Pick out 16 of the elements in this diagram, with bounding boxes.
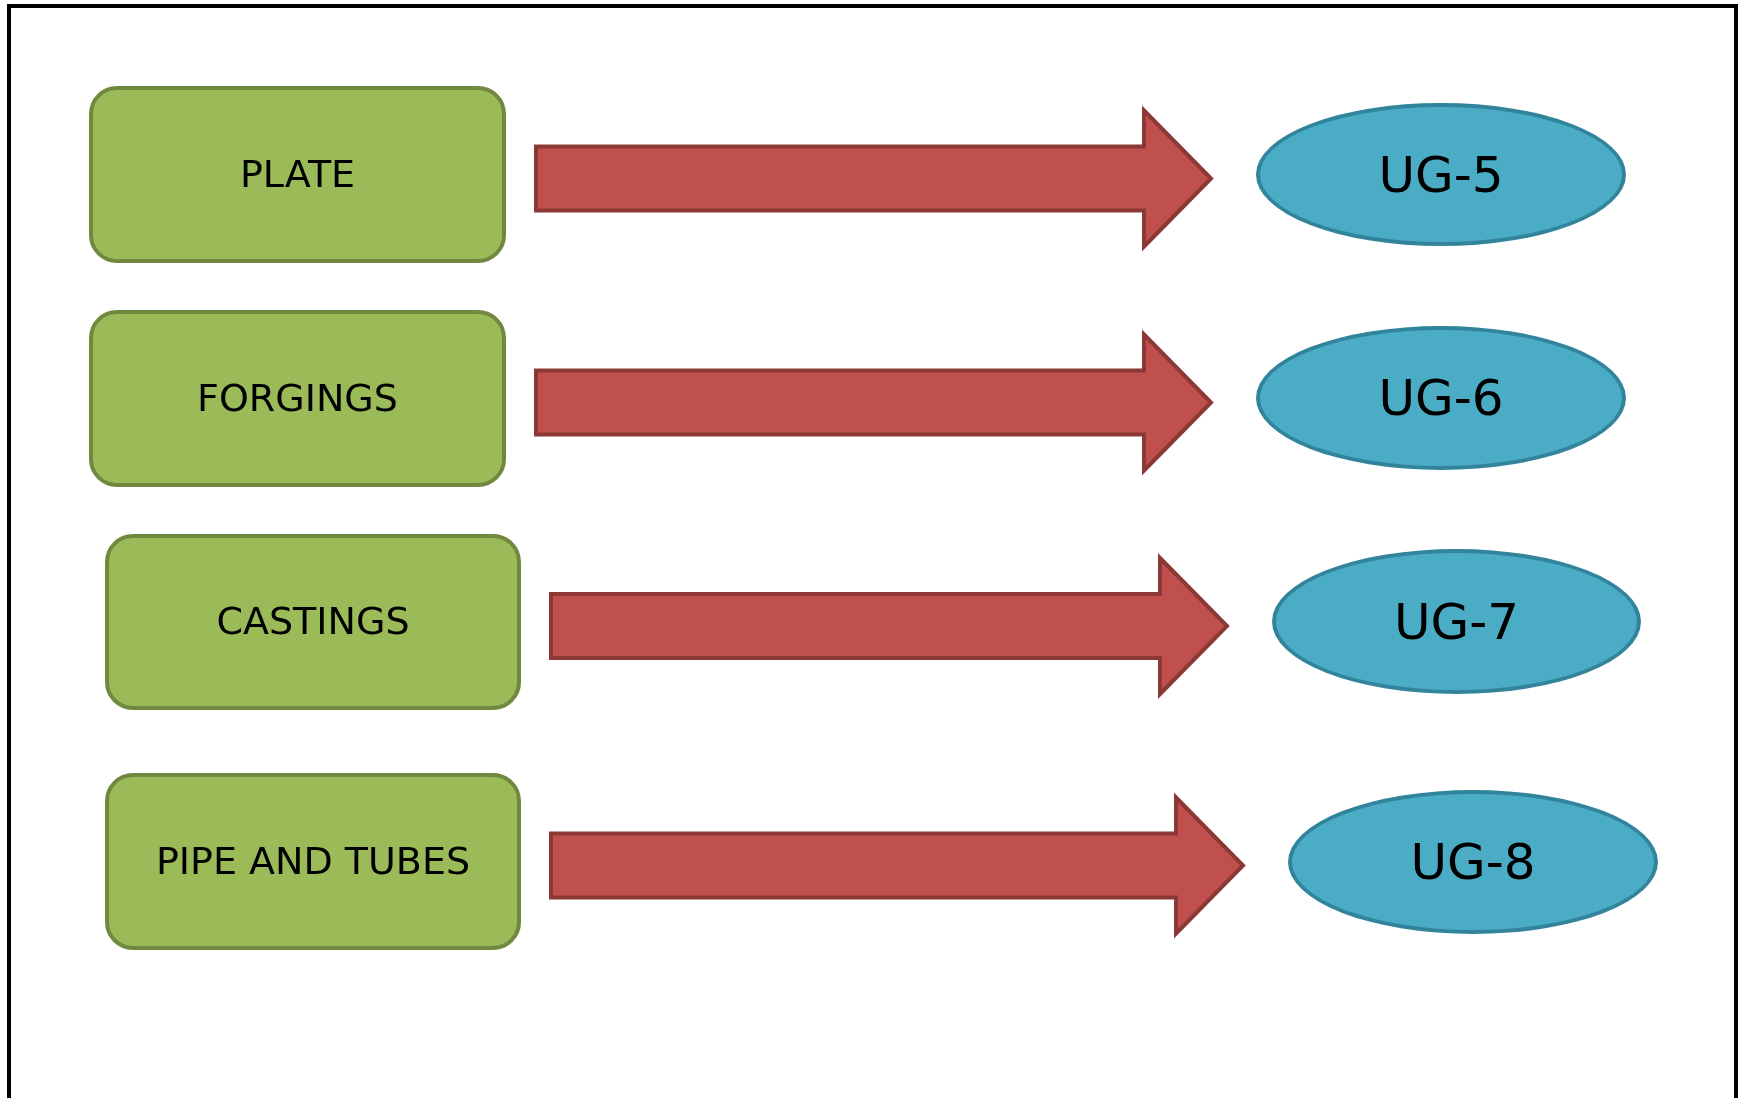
block-arrow — [549, 553, 1230, 699]
block-arrow — [534, 329, 1214, 476]
block-arrow — [549, 792, 1246, 939]
material-label: PLATE — [238, 150, 357, 198]
material-box — [89, 310, 506, 487]
material-box — [105, 773, 521, 950]
material-box — [89, 86, 506, 263]
code-label: UG-7 — [1393, 592, 1520, 651]
code-label: UG-8 — [1410, 833, 1536, 891]
material-label: CASTINGS — [215, 598, 411, 646]
material-label: FORGINGS — [196, 374, 399, 422]
code-label: UG-5 — [1378, 145, 1504, 204]
code-label: UG-6 — [1378, 369, 1504, 427]
material-box — [105, 534, 521, 710]
material-label: PIPE AND TUBES — [154, 837, 472, 885]
block-arrow — [534, 105, 1214, 252]
